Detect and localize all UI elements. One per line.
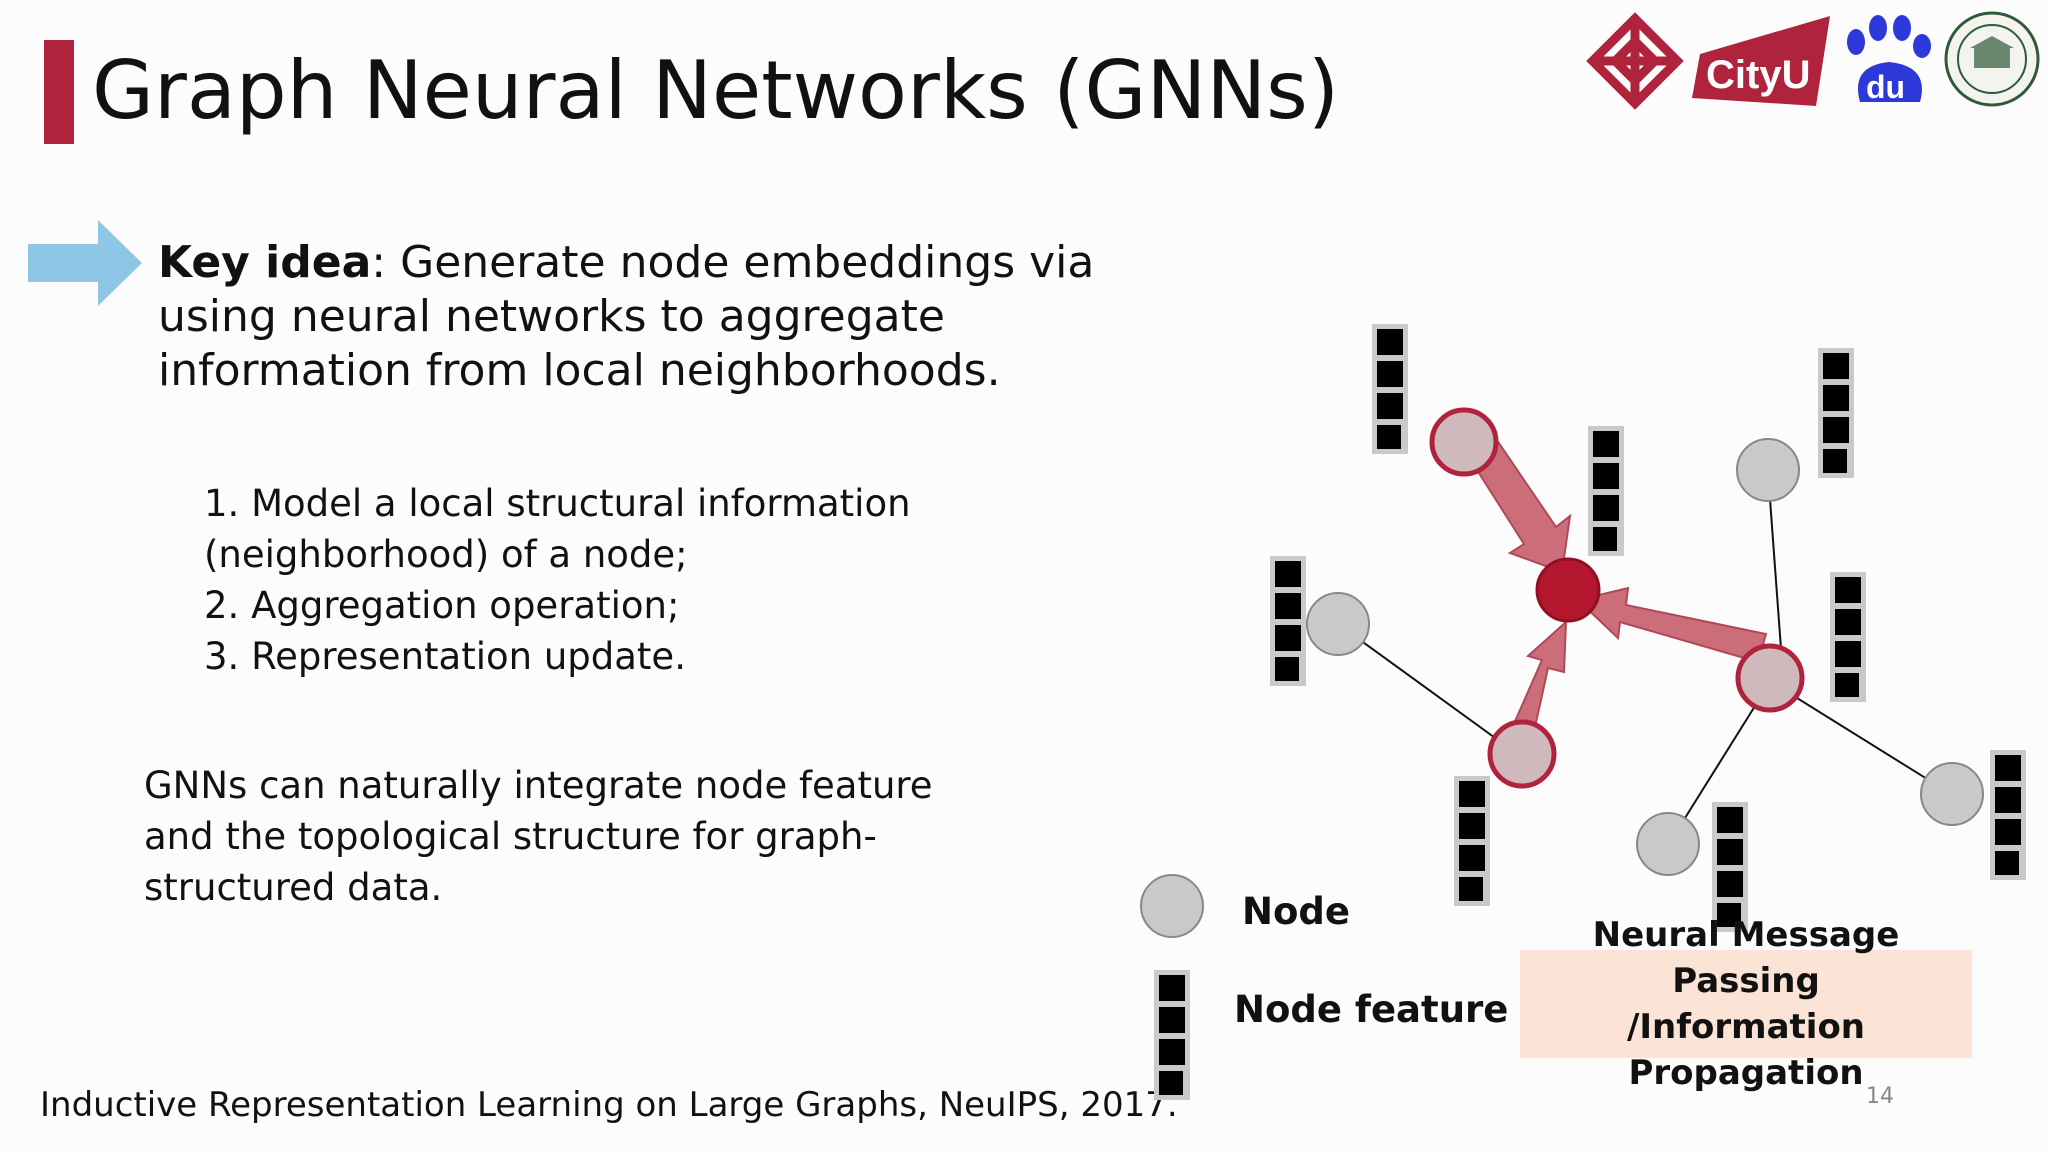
- graph-edge: [1767, 471, 1784, 677]
- cityu-logo: CityU: [1692, 16, 1830, 106]
- graph-node: [1920, 762, 1984, 826]
- node-feature-vector: [1372, 324, 1408, 454]
- legend-node-icon: [1140, 874, 1204, 938]
- graph-node: [1636, 812, 1700, 876]
- legend-feature-icon: [1154, 970, 1190, 1100]
- node-feature-vector: [1990, 750, 2026, 880]
- key-idea-label: Key idea: [158, 237, 372, 288]
- message-passing-line1: Neural Message Passing: [1592, 915, 1900, 1001]
- step-line: (neighborhood) of a node;: [204, 533, 688, 576]
- gnn-note: GNNs can naturally integrate node featur…: [144, 764, 933, 909]
- institution-logos: CityU du: [1586, 11, 2040, 110]
- graph-edge: [1767, 679, 1949, 793]
- message-arrow: [1461, 428, 1572, 574]
- neighbor-node-highlighted: [1735, 643, 1805, 713]
- neighbor-node-highlighted: [1429, 407, 1499, 477]
- step-line: 3. Representation update.: [204, 635, 686, 678]
- title-accent-bar: [44, 40, 74, 144]
- node-feature-vector: [1454, 776, 1490, 906]
- message-passing-line2: /Information Propagation: [1626, 1007, 1866, 1093]
- step-line: 1. Model a local structural information: [204, 482, 911, 525]
- arrow-right-icon: [28, 220, 142, 306]
- legend-feature-label: Node feature: [1234, 988, 1509, 1031]
- step-line: 2. Aggregation operation;: [204, 584, 680, 627]
- polyu-logo: [1586, 12, 1684, 110]
- slide-title: Graph Neural Networks (GNNs): [92, 44, 1340, 137]
- msu-seal: [1944, 11, 2040, 107]
- graph-node: [1736, 438, 1800, 502]
- message-passing-caption: Neural Message Passing /Information Prop…: [1520, 915, 1972, 1093]
- steps-list: 1. Model a local structural information …: [204, 478, 964, 682]
- neighbor-node-highlighted: [1487, 719, 1557, 789]
- key-idea-text: Key idea: Generate node embeddings via u…: [158, 236, 1158, 398]
- target-node: [1535, 557, 1601, 623]
- svg-text:du: du: [1866, 69, 1905, 105]
- baidu-paw-logo: du: [1847, 15, 1931, 105]
- message-arrow: [1575, 586, 1768, 664]
- citation: Inductive Representation Learning on Lar…: [40, 1085, 1178, 1125]
- svg-text:CityU: CityU: [1706, 53, 1810, 97]
- node-feature-vector: [1588, 426, 1624, 556]
- graph-edge: [1337, 623, 1521, 757]
- key-idea-body: : Generate node embeddings via using neu…: [158, 237, 1095, 396]
- node-feature-vector: [1270, 556, 1306, 686]
- graph-node: [1306, 592, 1370, 656]
- page-number: 14: [1866, 1084, 1894, 1109]
- node-feature-vector: [1818, 348, 1854, 478]
- legend-node-label: Node: [1242, 890, 1350, 933]
- node-feature-vector: [1830, 572, 1866, 702]
